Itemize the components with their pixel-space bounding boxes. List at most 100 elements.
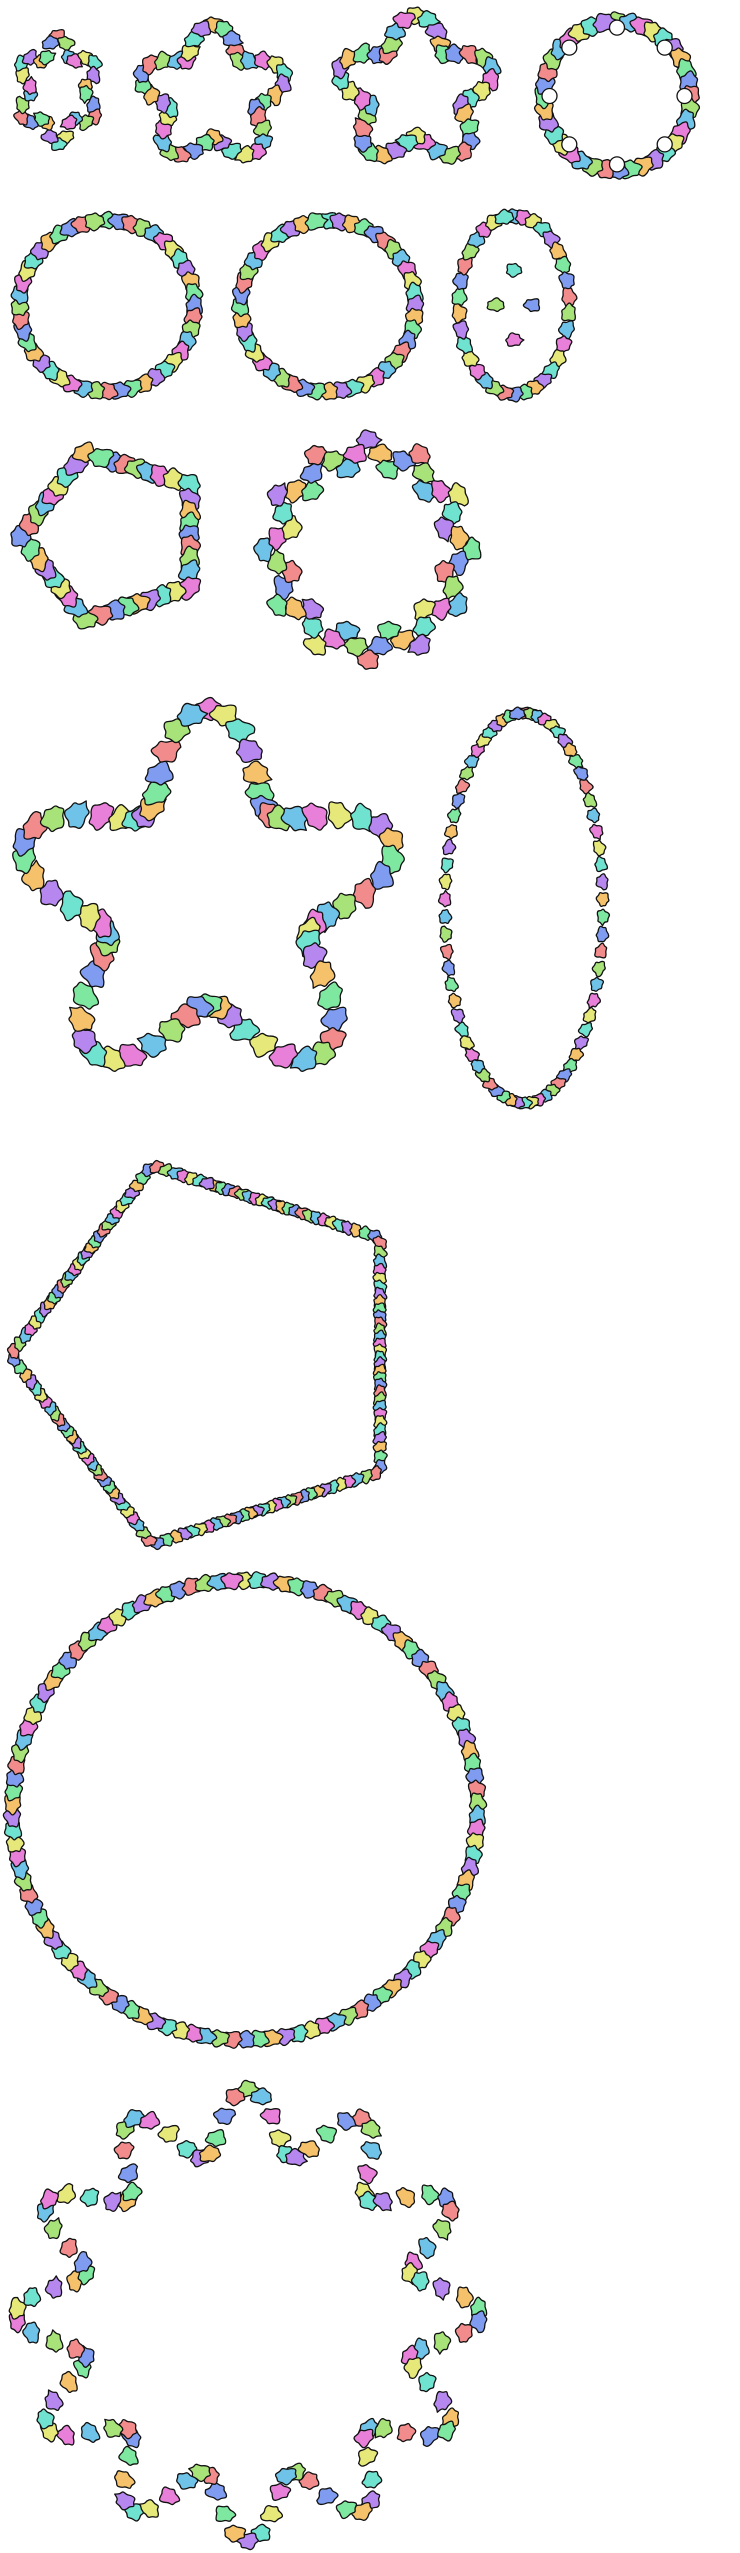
figure-10-tile-18 [352, 877, 377, 909]
figure-11-tile-14 [589, 823, 604, 841]
figure-7-inner-tile-1 [505, 262, 523, 278]
figure-10-tile-25 [309, 960, 336, 989]
figure-7 [451, 208, 578, 403]
figure-14-tile-89 [73, 2250, 93, 2273]
figure-9 [253, 429, 482, 670]
figure-14-tile-7 [297, 2140, 320, 2158]
figure-11-tile-58 [443, 824, 458, 840]
figure-14-tile-4 [268, 2129, 292, 2148]
figure-7-inner-tile-4 [522, 298, 541, 313]
figure-11-tile-17 [595, 873, 609, 891]
figure-14-tile-85 [23, 2287, 42, 2308]
figure-14-tile-109 [212, 2107, 237, 2126]
figure-14-tile-71 [103, 2418, 124, 2438]
figure-14-tile-31 [433, 2331, 452, 2355]
figure-2 [132, 16, 294, 164]
figure-11-tile-70 [508, 706, 526, 721]
figure-9-tile-48 [342, 443, 367, 464]
figure-14-tile-43 [353, 2428, 374, 2449]
figure-11-tile-49 [444, 975, 459, 993]
figure-11-tile-57 [442, 838, 457, 856]
figure-14 [8, 2079, 488, 2551]
figure-13 [2, 1571, 488, 2049]
figure-11-tile-21 [594, 942, 608, 959]
figure-11-tile-20 [595, 925, 610, 943]
figure-14-tile-90 [59, 2237, 78, 2258]
figure-14-tile-108 [204, 2129, 227, 2148]
figure-14-tile-107 [198, 2144, 222, 2163]
figure-9-tile-40 [272, 502, 294, 525]
figure-14-tile-39 [419, 2426, 440, 2447]
figure-14-tile-104 [157, 2124, 180, 2143]
figure-8-tile-40 [87, 448, 115, 468]
figure-14-tile-12 [360, 2141, 382, 2160]
figure-14-tile-94 [56, 2183, 77, 2204]
figure-7-tile-12 [555, 335, 573, 354]
figure-10-tile-46 [72, 981, 100, 1010]
figure-11-tile-16 [594, 855, 609, 873]
figure-1-tile-29 [38, 49, 57, 66]
figure-10-tile-26 [317, 981, 343, 1011]
figure-14-tile-17 [395, 2186, 416, 2209]
figure-11-tile-51 [439, 943, 454, 961]
figure-9-tile-24 [366, 635, 393, 656]
figures-layer [2, 6, 701, 2551]
figure-10-tile-53 [59, 890, 84, 922]
figure-14-tile-48 [335, 2500, 358, 2520]
figure-11-tile-56 [440, 857, 454, 874]
figure-14-tile-30 [454, 2322, 473, 2343]
figure-14-tile-62 [176, 2472, 199, 2490]
figure-11-tile-18 [595, 891, 610, 907]
figure-2-tile-40 [190, 20, 212, 38]
figure-1-tile-30 [41, 35, 60, 50]
figure-9-tile-19 [413, 598, 436, 622]
figure-14-tile-22 [418, 2236, 437, 2260]
figure-14-tile-59 [204, 2482, 228, 2501]
figure-10-tile-60 [63, 800, 90, 829]
figure-1 [13, 28, 103, 152]
figure-3-tile-40 [392, 11, 416, 30]
figure-8 [10, 441, 202, 630]
figure-14-tile-100 [113, 2141, 135, 2160]
figure-11-tile-24 [586, 992, 602, 1009]
figure-14-tile-52 [274, 2467, 298, 2486]
figure-11 [437, 706, 611, 1110]
figure-6-tile-44 [304, 212, 329, 231]
figure-7-tile-10 [561, 302, 576, 322]
figure-14-tile-72 [80, 2421, 101, 2444]
figure-7-tile-24 [455, 334, 473, 355]
figure-7-tile-26 [451, 302, 468, 324]
figure-14-tile-8 [315, 2124, 338, 2144]
figure-5 [10, 210, 204, 401]
figure-14-tile-36 [433, 2390, 453, 2413]
figure-10-tile-70 [176, 702, 209, 727]
figure-1-tile-17 [40, 128, 59, 145]
figure-11-tile-22 [591, 960, 606, 978]
figure-7-tile-34 [494, 208, 515, 225]
figure-11-tile-11 [579, 779, 594, 795]
figure-11-tile-59 [446, 807, 462, 824]
figure-5-tile-44 [84, 212, 106, 232]
figure-6 [230, 212, 425, 401]
figure-4-hole-5 [608, 156, 626, 173]
figure-7-inner-tile-3 [486, 297, 505, 313]
figure-7-tile-11 [557, 320, 575, 341]
figure-4 [533, 11, 701, 180]
figure-1-tile-14 [59, 114, 78, 131]
figure-11-tile-23 [590, 976, 605, 992]
figure-4-hole-8 [561, 39, 578, 56]
figure-14-tile-91 [43, 2217, 63, 2240]
figure-14-tile-95 [79, 2187, 100, 2208]
figure-11-tile-25 [582, 1006, 597, 1024]
figure-14-tile-98 [122, 2181, 143, 2202]
figure-4-hole-3 [676, 87, 693, 105]
figure-14-tile-76 [44, 2389, 64, 2412]
figure-14-tile-68 [118, 2445, 139, 2467]
figure-11-tile-28 [568, 1047, 585, 1062]
figure-7-tile-29 [457, 255, 473, 276]
figure-11-tile-12 [582, 792, 598, 809]
figure-10-tile-40 [136, 1032, 167, 1058]
figure-14-tile-18 [421, 2184, 441, 2206]
figure-14-tile-44 [357, 2446, 379, 2467]
figure-10-tile-61 [88, 802, 115, 831]
